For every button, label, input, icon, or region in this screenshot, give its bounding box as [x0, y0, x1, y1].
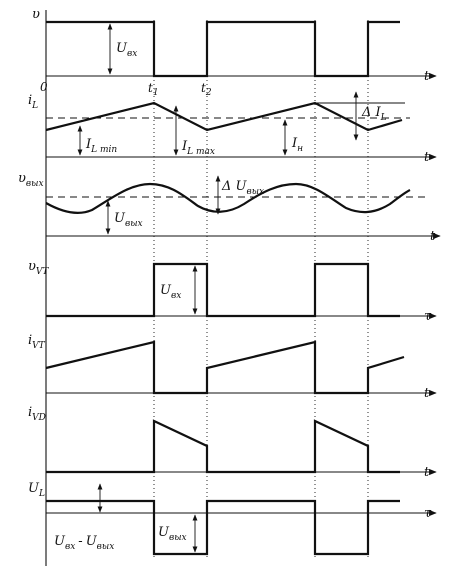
panel-label-ivt: iVT [28, 333, 46, 351]
waveform-diode-current [46, 419, 400, 474]
il-max-label: IL max [181, 139, 215, 157]
axis-label-t: t [424, 465, 430, 480]
panel-label-iL: iL [28, 93, 38, 111]
tick-t2: t2 [201, 81, 212, 98]
panel-label-ivd: iVD [28, 405, 46, 423]
panel-transistor-current: iVT t [28, 333, 437, 401]
panel-label-v: υ [32, 7, 40, 22]
panel-inductor-voltage: UL τ Uвх-Uвых Uвых [28, 481, 437, 556]
waveform-transistor-current [45, 340, 405, 395]
axis-label-t: t [424, 386, 430, 401]
axis-label-t: t [424, 150, 430, 165]
panel-inductor-current: iL t IL min IL max Iн Δ IL [28, 91, 437, 165]
waveform-inductor-voltage [46, 499, 400, 556]
u-out-label: Uвых [114, 211, 143, 229]
panel-diode-current: iVD t [28, 405, 437, 480]
u-in-vt-label: Uвх [160, 283, 181, 301]
panel-label-vout: υвых [18, 171, 44, 189]
waveform-input-voltage [46, 20, 400, 78]
delta-u-label: Δ Uвых [221, 179, 264, 197]
u-out-l-label: Uвых [158, 525, 187, 543]
tick-t1: t1 [148, 81, 159, 98]
panel-transistor-voltage: υVT τ Uвх [28, 259, 437, 324]
panel-label-uL: UL [28, 481, 45, 499]
panel-input-voltage: υ t Uвх 0 t1 t2 [32, 7, 437, 98]
waveform-transistor-voltage [46, 262, 400, 318]
waveform-output-voltage [45, 182, 411, 214]
axis-label-tau: τ [424, 506, 432, 521]
axis-label-tau: τ [424, 309, 432, 324]
il-min-label: IL min [85, 137, 117, 155]
u-in-label: Uвх [116, 41, 137, 59]
waveform-inductor-current [45, 101, 403, 132]
diff-label: Uвх-Uвых [54, 534, 114, 552]
delta-il-label: Δ IL [361, 105, 387, 123]
panel-output-voltage: υвых t Δ Uвых Uвых [18, 171, 441, 244]
panel-label-uvt: υVT [28, 259, 49, 277]
tick-origin: 0 [40, 80, 48, 94]
axis-label-t: t [424, 69, 430, 84]
i-load-label: Iн [291, 136, 303, 154]
time-guides [153, 20, 369, 560]
axis-label-t: t [430, 229, 436, 244]
